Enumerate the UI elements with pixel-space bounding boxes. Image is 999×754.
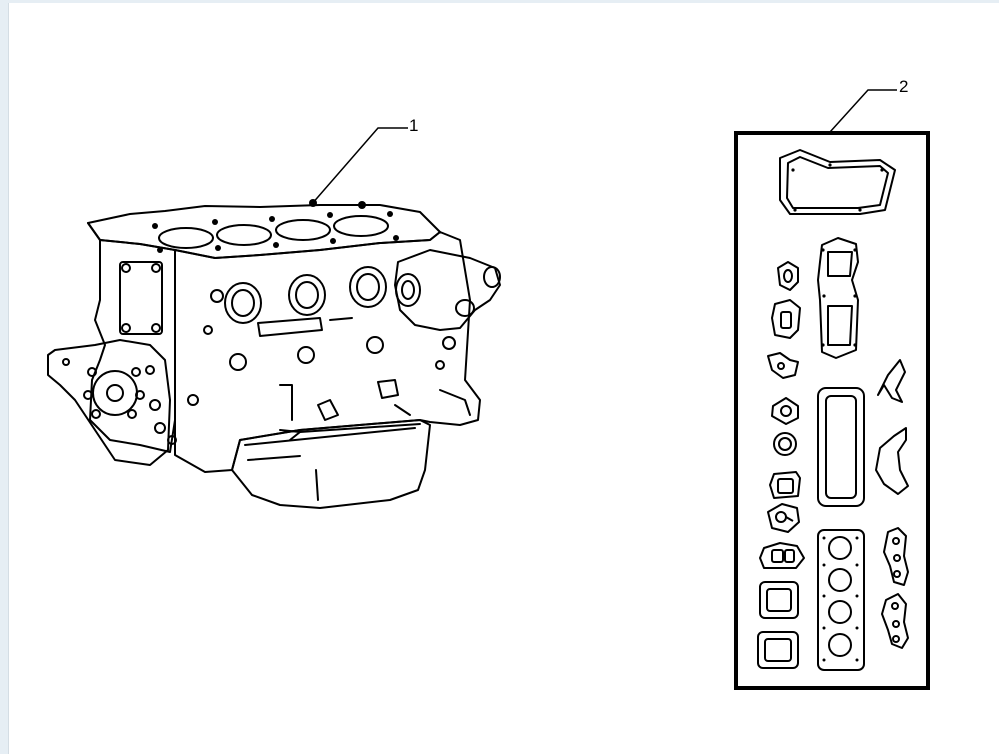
cylinder-bore xyxy=(158,227,214,249)
cover-gasket xyxy=(757,631,799,669)
seal-half-ring xyxy=(877,359,906,403)
callout-2-label: 2 xyxy=(899,77,908,96)
front-plate xyxy=(47,339,171,466)
exhaust-gasket xyxy=(881,593,909,649)
head-gasket xyxy=(817,529,865,671)
core-plugs xyxy=(224,266,387,324)
callout-1-leader xyxy=(310,127,408,206)
block-side-wall xyxy=(174,231,481,473)
viewer-left-edge xyxy=(0,0,9,754)
viewer-top-edge xyxy=(0,0,999,3)
gasket-kit-box[interactable] xyxy=(734,131,930,690)
sump-gasket xyxy=(779,149,896,215)
small-gasket xyxy=(771,299,801,339)
callout-1-label: 1 xyxy=(409,116,418,135)
water-pump-housing xyxy=(394,249,501,331)
exhaust-gasket xyxy=(883,527,909,586)
small-gasket xyxy=(767,352,799,379)
manifold-gasket xyxy=(759,542,805,569)
crank-pulley-center xyxy=(106,384,124,402)
small-gasket xyxy=(777,261,799,291)
block-bosses xyxy=(187,289,384,406)
gasket-set xyxy=(757,149,909,671)
small-gasket xyxy=(771,397,799,425)
small-gasket xyxy=(767,503,800,533)
end-cover-plate xyxy=(119,261,163,335)
cylinder-bore xyxy=(216,224,272,246)
timing-gasket xyxy=(817,237,859,359)
callout-2-leader xyxy=(829,89,897,133)
seal-half-ring xyxy=(875,427,909,495)
small-gasket xyxy=(769,471,801,499)
cylinder-bore xyxy=(333,215,389,237)
oil-sump xyxy=(231,419,431,509)
cover-gasket xyxy=(759,581,799,619)
engine-block-illustration[interactable] xyxy=(47,199,501,509)
crank-pulley-hub xyxy=(92,370,138,416)
cylinder-bore xyxy=(275,219,331,241)
rocker-cover-gasket xyxy=(817,387,865,507)
o-ring xyxy=(773,432,797,456)
